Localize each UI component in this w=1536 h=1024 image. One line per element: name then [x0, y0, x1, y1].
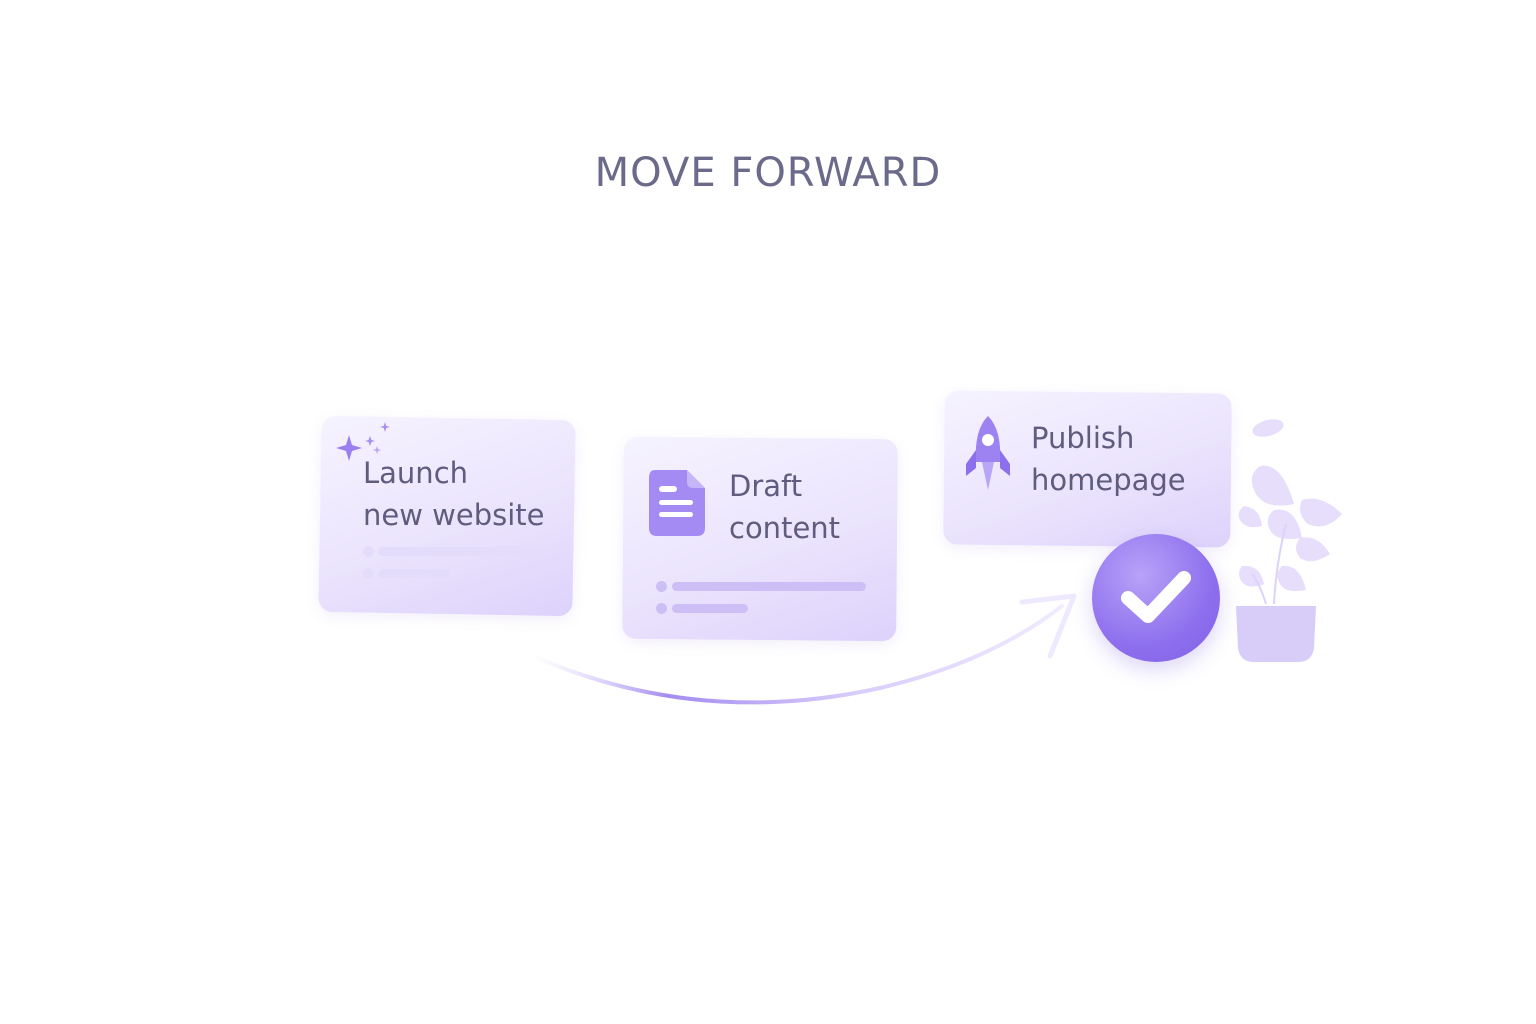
step-subtitle-launch: new website — [363, 498, 545, 532]
step-subtitle-draft: content — [729, 511, 841, 545]
placeholder-line — [378, 569, 450, 578]
placeholder-line — [378, 547, 540, 556]
placeholder-line — [672, 582, 866, 591]
list-bullet — [363, 568, 374, 579]
step-text-publish: Publish homepage — [1031, 417, 1186, 501]
list-bullet — [656, 603, 667, 614]
step-text-launch: Launch new website — [363, 452, 545, 536]
step-subtitle-publish: homepage — [1031, 463, 1186, 497]
headline: MOVE FORWARD — [594, 150, 942, 196]
rocket-icon — [966, 416, 1010, 490]
step-text-draft: Draft content — [729, 465, 840, 549]
sparkle-icon — [336, 422, 390, 461]
document-icon — [649, 470, 705, 536]
plant-icon — [1236, 419, 1342, 662]
check-icon — [1121, 571, 1191, 623]
list-bullet — [656, 581, 667, 592]
step-title-draft: Draft — [729, 469, 803, 503]
step-title-publish: Publish — [1031, 421, 1135, 455]
list-bullet — [363, 546, 374, 557]
step-title-launch: Launch — [363, 456, 469, 490]
placeholder-line — [672, 604, 748, 613]
